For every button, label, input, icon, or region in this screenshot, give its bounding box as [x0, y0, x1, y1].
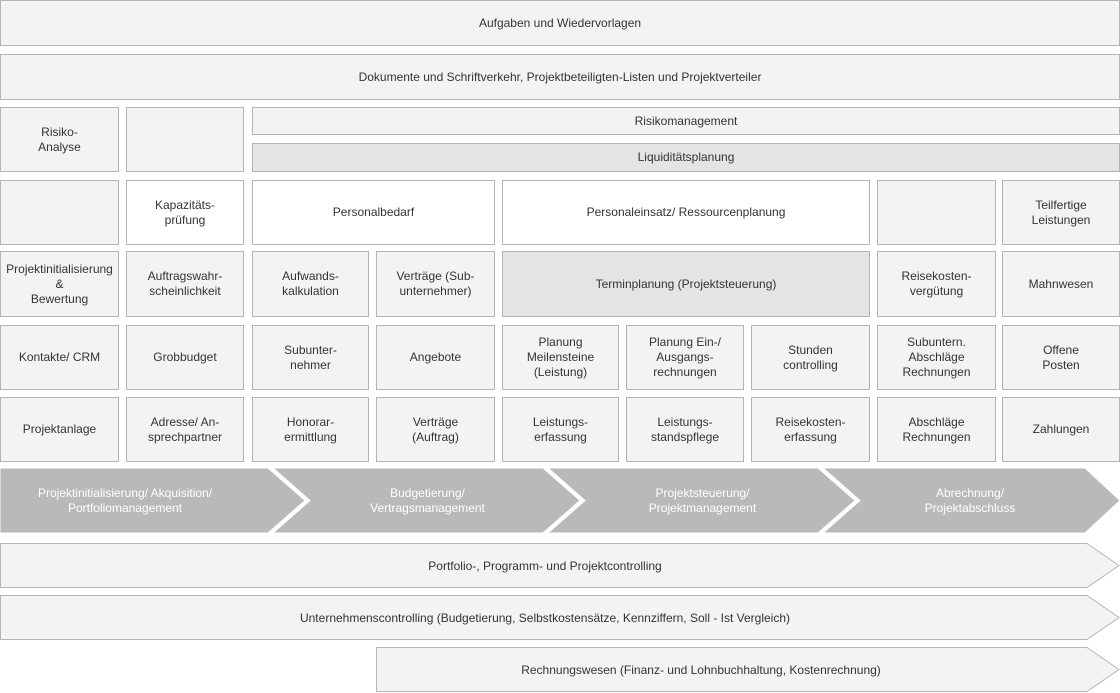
scheduling-box: Terminplanung (Projektsteuerung) [502, 251, 870, 317]
phase-label-3: Projektsteuerung/ Projektmanagement [648, 485, 757, 515]
invoice-planning-box: Planung Ein-/ Ausgangs- rechnungen [626, 325, 744, 390]
address-box: Adresse/ An- sprechpartner [126, 397, 244, 462]
down-payments-box: Abschläge Rechnungen [877, 397, 996, 462]
phase-chevron-4 [821, 467, 1120, 534]
phase-label-1: Projektinitialisierung/ Akquisition/ Por… [37, 485, 213, 515]
contracts-sub-box: Verträge (Sub- unternehmer) [376, 251, 495, 317]
risk-management-bar: Risikomanagement [252, 107, 1120, 135]
fee-determination-box: Honorar- ermittlung [252, 397, 369, 462]
hours-controlling-box: Stunden controlling [751, 325, 870, 390]
liquidity-planning-bar: Liquiditätsplanung [252, 143, 1120, 172]
milestones-box: Planung Meilensteine (Leistung) [502, 325, 619, 390]
staff-demand-box: Personalbedarf [252, 180, 495, 245]
accounting-label: Rechnungswesen (Finanz- und Lohnbuchhalt… [521, 662, 881, 677]
accounting-bar: Rechnungswesen (Finanz- und Lohnbuchhalt… [0, 647, 1120, 692]
subcontractors-box: Subunter- nehmer [252, 325, 369, 390]
risk-analysis-box: Risiko- Analyse [0, 107, 119, 172]
rough-budget-box: Grobbudget [126, 325, 244, 390]
service-recording-box: Leistungs- erfassung [502, 397, 619, 462]
offers-box: Angebote [376, 325, 495, 390]
effort-calc-box: Aufwands- kalkulation [252, 251, 369, 317]
staff-deployment-box: Personaleinsatz/ Ressourcenplanung [502, 180, 870, 245]
corporate-controlling-label: Unternehmenscontrolling (Budgetierung, S… [299, 610, 791, 625]
documents-bar: Dokumente und Schriftverkehr, Projektbet… [0, 54, 1120, 100]
empty-box-1 [126, 107, 244, 172]
empty-box-3 [877, 180, 996, 245]
travel-reimbursement-box: Reisekosten- vergütung [877, 251, 996, 317]
contacts-crm-box: Kontakte/ CRM [0, 325, 119, 390]
phase-label-2: Budgetierung/ Vertragsmanagement [370, 485, 485, 515]
sub-invoices-box: Subuntern. Abschläge Rechnungen [877, 325, 996, 390]
phase-chevron-2 [271, 467, 581, 534]
phase-chevrons [0, 467, 1120, 534]
portfolio-controlling-bar: Portfolio-, Programm- und Projektcontrol… [0, 543, 1120, 588]
empty-box-2 [0, 180, 119, 245]
progress-maintenance-box: Leistungs- standspflege [626, 397, 744, 462]
partial-services-box: Teilfertige Leistungen [1002, 180, 1120, 245]
phase-chevron-1 [0, 467, 306, 534]
travel-expenses-box: Reisekosten- erfassung [751, 397, 870, 462]
open-items-box: Offene Posten [1002, 325, 1120, 390]
order-probability-box: Auftragswahr- scheinlichkeit [126, 251, 244, 317]
contracts-order-box: Verträge (Auftrag) [376, 397, 495, 462]
payments-box: Zahlungen [1002, 397, 1120, 462]
phase-chevron-3 [546, 467, 856, 534]
project-init-box: Projektinitialisierung & Bewertung [0, 251, 119, 317]
dunning-box: Mahnwesen [1002, 251, 1120, 317]
project-setup-box: Projektanlage [0, 397, 119, 462]
corporate-controlling-bar: Unternehmenscontrolling (Budgetierung, S… [0, 595, 1120, 640]
portfolio-controlling-label: Portfolio-, Programm- und Projektcontrol… [428, 558, 662, 573]
tasks-bar: Aufgaben und Wiedervorlagen [0, 0, 1120, 46]
capacity-check-box: Kapazitäts- prüfung [126, 180, 244, 245]
phase-label-4: Abrechnung/ Projektabschluss [924, 485, 1016, 515]
